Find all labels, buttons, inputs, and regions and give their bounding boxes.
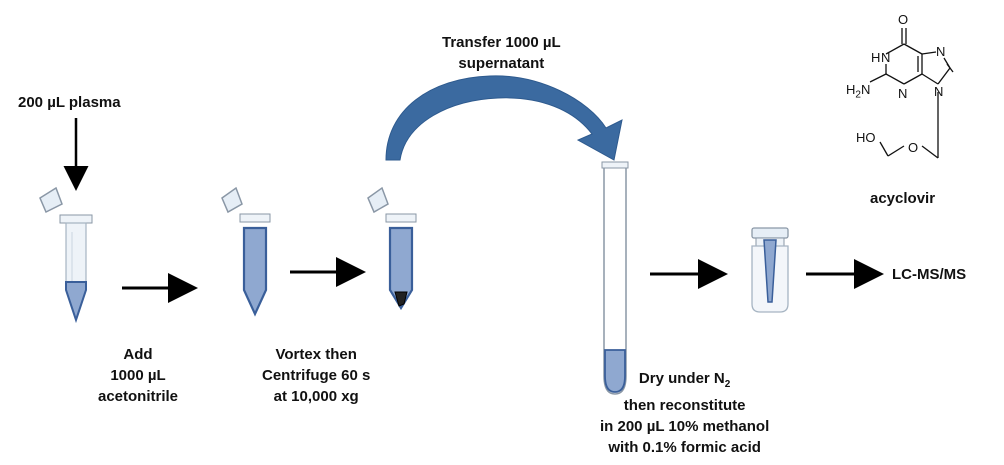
- atom-o-carbonyl: O: [898, 12, 909, 27]
- plasma-label: 200 µL plasma: [18, 94, 121, 111]
- atom-hydroxyl: HO: [856, 130, 876, 145]
- atom-n3: N: [898, 86, 908, 101]
- tube-2-filled: [221, 186, 271, 317]
- acyclovir-structure: [869, 28, 954, 159]
- molecule-name: acyclovir: [870, 190, 936, 207]
- dry-label: Dry under N2 then reconstitute in 200 µL…: [600, 370, 770, 456]
- add-label: Add 1000 µL acetonitrile: [98, 346, 179, 405]
- transfer-label: Transfer 1000 µL supernatant: [442, 34, 561, 72]
- autosampler-vial: [751, 227, 789, 313]
- tube-3-centrifuged: [367, 186, 417, 311]
- output-label: LC-MS/MS: [892, 266, 967, 283]
- atom-h2-amine: H2N: [846, 82, 871, 101]
- atom-h-n1: H: [871, 50, 881, 65]
- atom-n7: N: [936, 44, 946, 59]
- evaporation-tube: [601, 161, 629, 395]
- vortex-label: Vortex then Centrifuge 60 s at 10,000 xg: [262, 346, 371, 405]
- transfer-arrow: [385, 75, 623, 161]
- atom-n1: N: [881, 50, 891, 65]
- tube-1-empty: [39, 186, 93, 324]
- atom-n9: N: [934, 84, 944, 99]
- atom-ether-o: O: [908, 140, 919, 155]
